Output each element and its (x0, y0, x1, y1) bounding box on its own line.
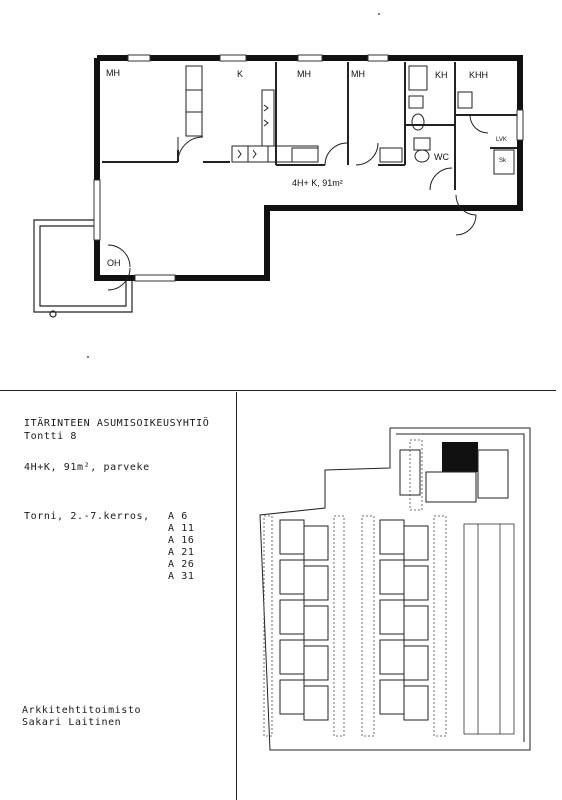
room-label-mh3: MH (351, 69, 365, 79)
room-label-sk: Sk (499, 158, 507, 164)
apartment-number: A 16 (168, 535, 195, 546)
highlighted-building (442, 442, 478, 472)
apartment-number: A 26 (168, 559, 195, 570)
windows (93, 54, 524, 282)
buildings (279, 449, 509, 721)
horizontal-divider (0, 390, 556, 391)
room-label-oh: OH (107, 258, 121, 268)
doors (107, 114, 489, 291)
vertical-divider (236, 392, 237, 800)
room-label-wc: WC (434, 152, 449, 162)
building-floors: Torni, 2.-7.kerros, (24, 511, 150, 522)
apartment-list: A 6 A 11 A 16 A 21 A 26 A 31 (168, 511, 194, 583)
room-label-mh2: MH (297, 69, 311, 79)
site-plan (259, 427, 531, 751)
apartment-number: A 21 (168, 547, 195, 558)
company-name: ITÄRINTEEN ASUMISOIKEUSYHTIÖ (24, 418, 210, 429)
room-label-k: K (237, 69, 243, 79)
room-label-kh: KH (435, 70, 448, 80)
floor-plan: MH K MH MH KH KHH WC LVK Sk OH 4H+ K, 91… (33, 54, 524, 318)
exterior-walls (94, 55, 523, 281)
plot-number: Tontti 8 (24, 431, 77, 442)
apartment-number: A 11 (168, 523, 195, 534)
room-label-mh1: MH (106, 68, 120, 78)
site-boundary (259, 427, 531, 751)
vegetation (263, 439, 447, 737)
wardrobes (185, 65, 403, 163)
balcony (33, 219, 133, 318)
architect-office: Arkkitehtitoimisto (22, 705, 142, 716)
room-label-khh: KHH (469, 70, 488, 80)
apartment-number: A 6 (168, 511, 188, 522)
apartment-type: 4H+K, 91m², parveke (24, 462, 150, 473)
bathroom-fixtures (408, 65, 515, 175)
room-label-lvk: LVK (496, 137, 507, 143)
apartment-number: A 31 (168, 571, 195, 582)
apartment-area-label: 4H+ K, 91m² (292, 178, 343, 188)
architect-name: Sakari Laitinen (22, 717, 122, 728)
parking-area (463, 523, 515, 735)
interior-walls (102, 62, 517, 190)
